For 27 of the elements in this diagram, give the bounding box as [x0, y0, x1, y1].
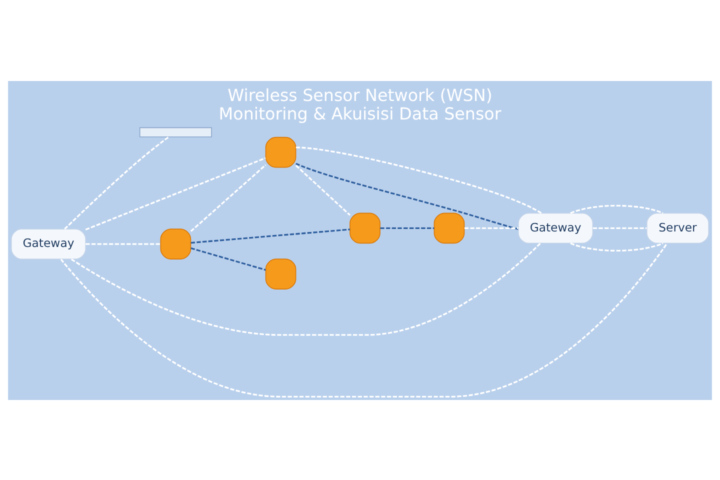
- connector: [64, 136, 170, 230]
- connector: [85, 156, 266, 230]
- node-box: [265, 258, 296, 289]
- connector: [295, 164, 351, 216]
- node-bar: [139, 126, 212, 137]
- node-box: [434, 212, 465, 244]
- node-box: [160, 228, 192, 259]
- connector: [296, 146, 542, 214]
- connector: [190, 228, 350, 244]
- diagram-title: Wireless Sensor Network (WSN): [228, 86, 492, 105]
- node-box: Server: [646, 212, 710, 244]
- connector: [380, 226, 434, 229]
- connector: [60, 242, 668, 397]
- node-box: [350, 212, 380, 244]
- connector: [570, 204, 664, 214]
- connector: [70, 242, 541, 336]
- node-box: Gateway: [10, 228, 86, 259]
- connector: [190, 164, 266, 232]
- connector: [86, 242, 160, 244]
- connector: [592, 226, 647, 229]
- connector: [570, 242, 664, 252]
- connector: [190, 246, 266, 270]
- node-box: [265, 136, 296, 168]
- node-box: Gateway: [518, 212, 594, 244]
- connector: [464, 226, 518, 229]
- caption: Monitoring & Akuisisi Data Sensor: [218, 104, 502, 123]
- connector: [296, 162, 519, 230]
